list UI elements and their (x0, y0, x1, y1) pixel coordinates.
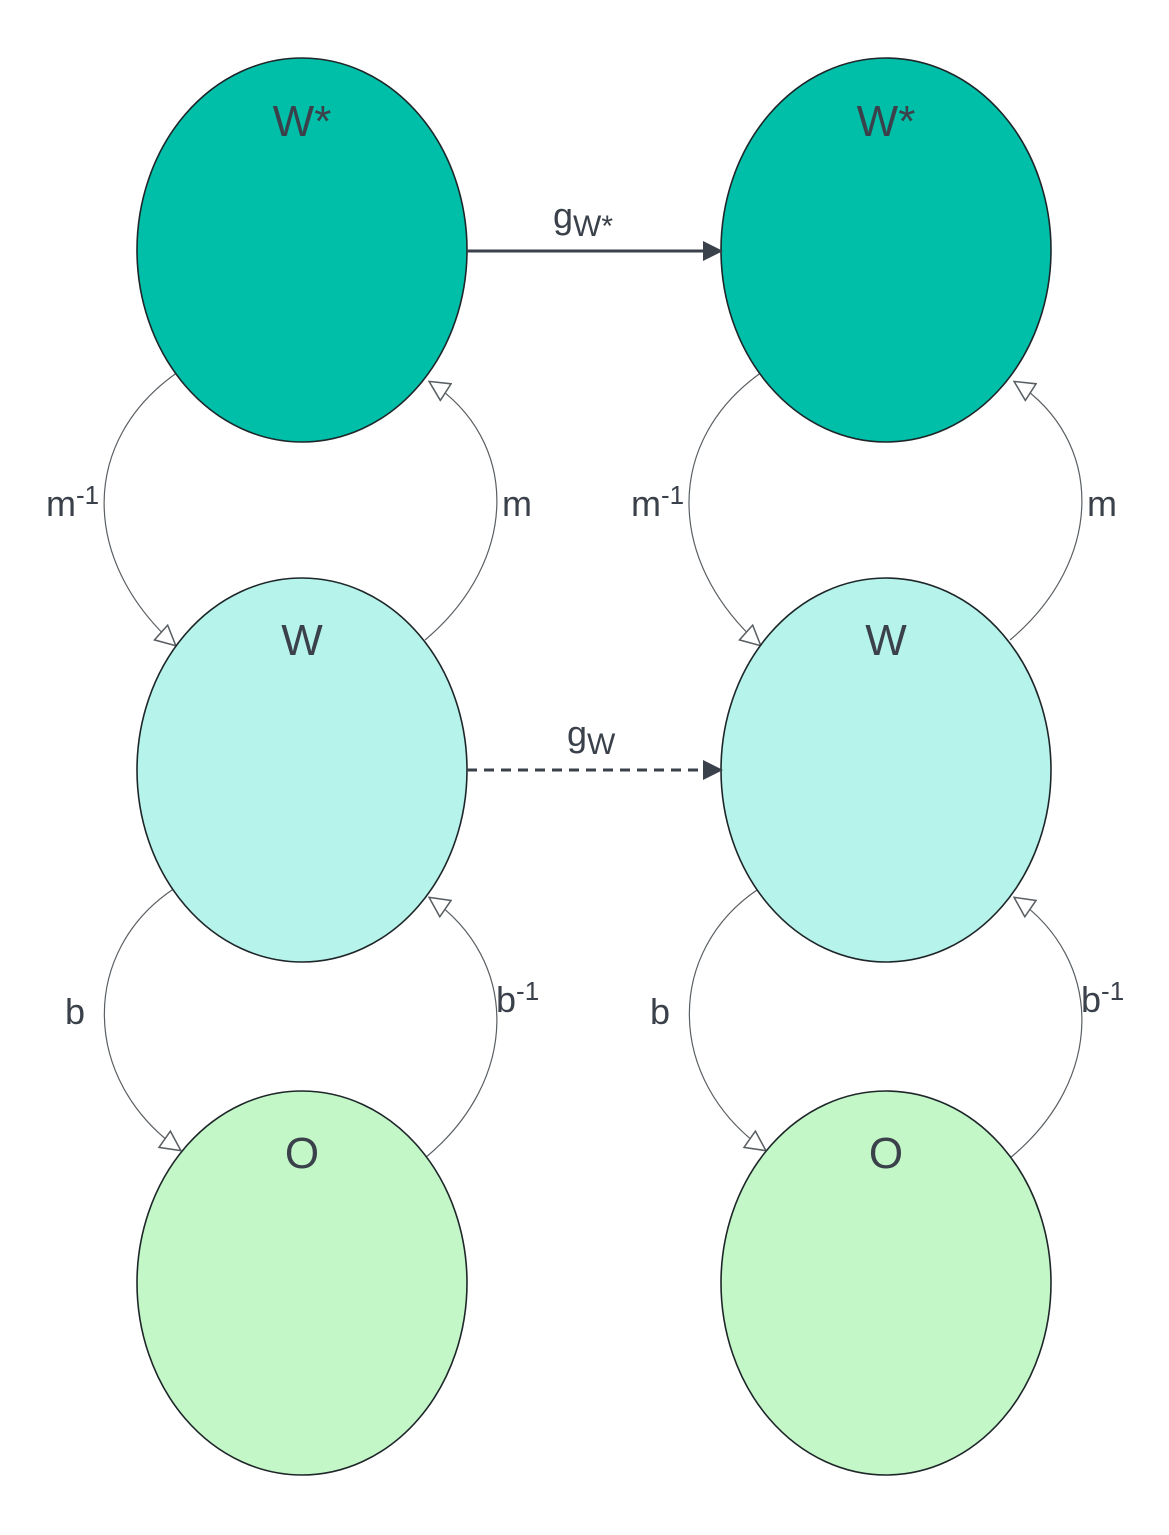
left-b-arrow (103, 887, 180, 1150)
left-m-arrow (424, 382, 498, 641)
left-o-node (136, 1090, 468, 1476)
right-b-inverse-base: b (1081, 979, 1101, 1020)
g-w-star-base: g (553, 195, 573, 236)
left-w-label: W (281, 616, 323, 665)
right-w-star-label: W* (857, 97, 916, 146)
left-w-star-label: W* (273, 97, 332, 146)
right-m-inverse-sup: -1 (661, 480, 684, 510)
left-b-inverse-label: b-1 (496, 976, 539, 1020)
left-m-inverse-base: m (46, 483, 76, 524)
g-w-base: g (567, 713, 587, 754)
left-m-inverse-label: m-1 (46, 480, 99, 524)
left-m-inverse-arrow (103, 371, 179, 645)
right-m-inverse-arrow (688, 371, 763, 645)
left-b-inverse-sup: -1 (516, 976, 539, 1006)
right-m-label: m (1087, 483, 1117, 524)
g-w-label: gW (567, 713, 616, 761)
left-b-label: b (65, 991, 85, 1032)
right-m-inverse-label: m-1 (631, 480, 684, 524)
right-b-inverse-arrow (1009, 898, 1083, 1159)
left-b-inverse-base: b (496, 979, 516, 1020)
right-o-node (720, 1090, 1052, 1476)
right-b-inverse-label: b-1 (1081, 976, 1124, 1020)
right-b-inverse-sup: -1 (1101, 976, 1124, 1006)
left-m-label: m (502, 483, 532, 524)
left-o-label: O (285, 1129, 319, 1178)
right-o-label: O (869, 1129, 903, 1178)
right-m-inverse-base: m (631, 483, 661, 524)
right-b-label: b (650, 991, 670, 1032)
right-m-arrow (1009, 382, 1083, 641)
g-w-sub: W (587, 728, 616, 761)
g-w-star-sub: W* (573, 210, 613, 243)
left-b-inverse-arrow (424, 898, 498, 1159)
right-b-arrow (688, 887, 765, 1150)
g-w-star-label: gW* (553, 195, 613, 243)
right-w-label: W (865, 616, 907, 665)
left-m-inverse-sup: -1 (76, 480, 99, 510)
